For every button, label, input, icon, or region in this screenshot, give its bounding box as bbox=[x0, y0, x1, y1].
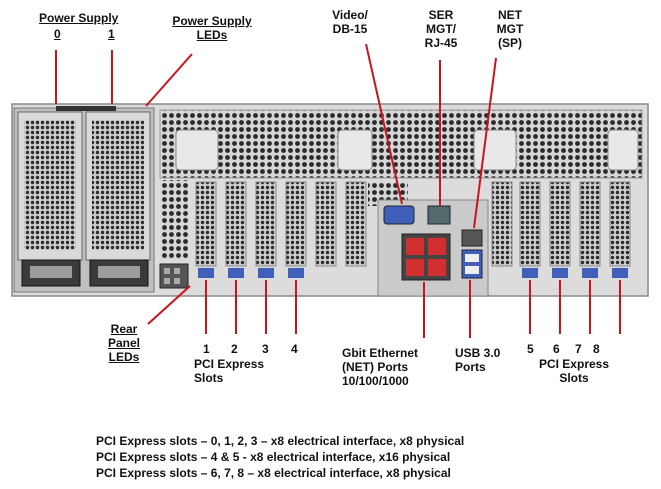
leader-lines bbox=[55, 43, 621, 338]
label-slot-6: 6 bbox=[553, 342, 560, 356]
usb-vent bbox=[491, 181, 513, 267]
psu-led-strip bbox=[56, 106, 116, 111]
label-slot-3: 3 bbox=[262, 342, 269, 356]
label-slot-5: 5 bbox=[527, 342, 534, 356]
footnote-2: PCI Express slots – 4 & 5 - x8 electrica… bbox=[96, 450, 451, 464]
label-video: Video/ DB-15 bbox=[332, 8, 368, 36]
bracket-center bbox=[337, 129, 373, 171]
label-slot-7: 7 bbox=[575, 342, 582, 356]
pci-slots-right bbox=[519, 181, 631, 278]
net-mgt-port bbox=[461, 229, 483, 247]
psu-0-grille bbox=[24, 120, 76, 250]
top-vent-band bbox=[159, 109, 643, 179]
label-psu-0: 0 bbox=[54, 27, 61, 41]
bracket-far-right bbox=[607, 129, 639, 171]
label-slot-8: 8 bbox=[593, 342, 600, 356]
psu-1-grille bbox=[92, 120, 144, 250]
rear-panel-led-block bbox=[159, 263, 189, 289]
pci-slots-left bbox=[195, 181, 367, 278]
label-pci-slots-left: PCI Express Slots bbox=[194, 357, 265, 385]
ser-mgt-port bbox=[427, 205, 451, 225]
label-ser-mgt: SER MGT/ RJ-45 bbox=[424, 8, 458, 50]
label-slot-1: 1 bbox=[203, 342, 210, 356]
bracket-right bbox=[473, 129, 517, 171]
label-power-supply: Power Supply bbox=[39, 11, 119, 25]
label-slot-2: 2 bbox=[231, 342, 238, 356]
label-rear-panel-leds: Rear Panel LEDs bbox=[107, 322, 140, 364]
label-psu-1: 1 bbox=[108, 27, 115, 41]
label-net-mgt: NET MGT (SP) bbox=[496, 8, 524, 50]
label-psu-leds: Power Supply LEDs bbox=[172, 14, 252, 42]
bracket-left bbox=[175, 129, 219, 171]
label-usb: USB 3.0 Ports bbox=[455, 346, 501, 374]
footnote-1: PCI Express slots – 0, 1, 2, 3 – x8 elec… bbox=[96, 434, 465, 448]
video-port bbox=[383, 205, 415, 225]
footnote-3: PCI Express slots – 6, 7, 8 – x8 electri… bbox=[96, 466, 451, 480]
left-vent bbox=[160, 180, 188, 260]
label-slot-4: 4 bbox=[291, 342, 298, 356]
label-gbit-ethernet: Gbit Ethernet (NET) Ports 10/100/1000 bbox=[342, 346, 419, 388]
label-pci-slots-right: PCI Express Slots bbox=[538, 357, 610, 385]
